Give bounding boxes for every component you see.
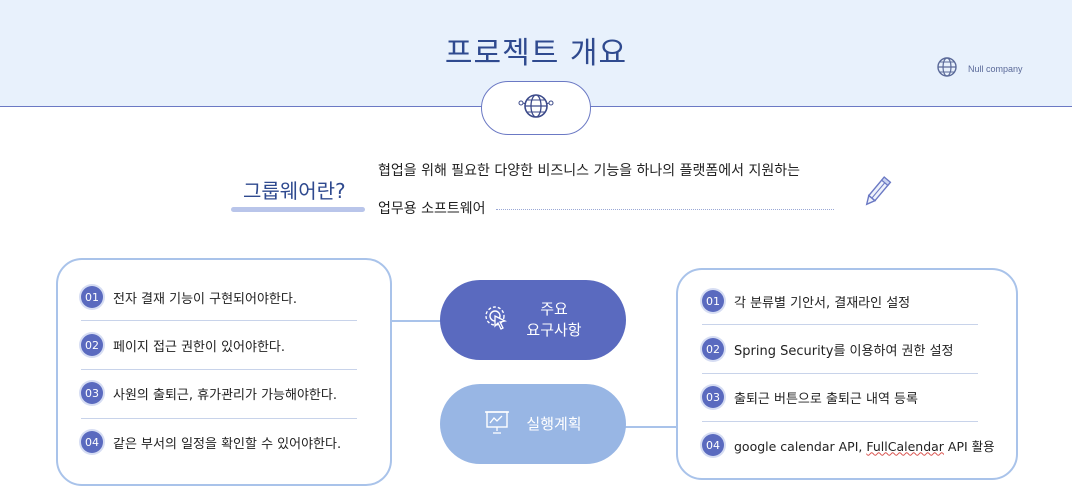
plan-title: 실행계획 — [526, 414, 582, 433]
item-number: 04 — [81, 431, 103, 453]
globe-icon — [936, 56, 958, 82]
item-text-c: API 활용 — [943, 438, 995, 454]
question-underline — [231, 207, 365, 212]
company-name: Null company — [968, 64, 1023, 74]
divider — [81, 320, 357, 321]
list-item: 03 사원의 출퇴근, 휴가관리가 가능해야한다. — [81, 382, 337, 404]
item-number: 01 — [702, 290, 724, 312]
divider — [702, 373, 978, 374]
plan-pill: 실행계획 — [440, 384, 626, 464]
item-number: 03 — [81, 382, 103, 404]
globe-badge — [481, 81, 591, 135]
item-text: 각 분류별 기안서, 결재라인 설정 — [734, 295, 911, 311]
description-line-2: 업무용 소프트웨어 — [378, 201, 486, 217]
divider — [81, 369, 357, 370]
item-text: 출퇴근 버튼으로 출퇴근 내역 등록 — [734, 391, 918, 407]
item-number: 03 — [702, 386, 724, 408]
list-item: 03 출퇴근 버튼으로 출퇴근 내역 등록 — [702, 386, 918, 408]
touch-click-icon — [484, 305, 510, 335]
groupware-question: 그룹웨어란? — [243, 179, 346, 203]
item-text: Spring Security를 이용하여 권한 설정 — [734, 343, 954, 359]
spellcheck-word: FullCalendar — [866, 438, 944, 454]
divider — [702, 324, 978, 325]
list-item: 01 전자 결재 기능이 구현되어야한다. — [81, 286, 297, 308]
item-number: 02 — [81, 334, 103, 356]
list-item: 02 Spring Security를 이용하여 권한 설정 — [702, 338, 954, 360]
item-number: 02 — [702, 338, 724, 360]
item-text: google calendar API, FullCalendar API 활용 — [734, 436, 995, 455]
description-line-1: 협업을 위해 필요한 다양한 비즈니스 기능을 하나의 플랫폼에서 지원하는 — [378, 163, 800, 179]
requirements-title: 주요 요구사항 — [526, 299, 581, 341]
item-text: 페이지 접근 권한이 있어야한다. — [113, 339, 286, 355]
list-item: 04 google calendar API, FullCalendar API… — [702, 434, 995, 456]
divider — [81, 418, 357, 419]
item-text: 사원의 출퇴근, 휴가관리가 가능해야한다. — [113, 387, 337, 403]
item-number: 01 — [81, 286, 103, 308]
plan-panel: 01 각 분류별 기안서, 결재라인 설정 02 Spring Security… — [676, 268, 1018, 480]
item-text: 같은 부서의 일정을 확인할 수 있어야한다. — [113, 436, 342, 452]
requirements-pill: 주요 요구사항 — [440, 280, 626, 360]
divider — [702, 421, 978, 422]
item-number: 04 — [702, 434, 724, 456]
list-item: 04 같은 부서의 일정을 확인할 수 있어야한다. — [81, 431, 341, 453]
page-title: 프로젝트 개요 — [444, 36, 628, 71]
company-label: Null company — [936, 56, 1023, 82]
presentation-chart-icon — [484, 409, 510, 439]
pencil-icon — [862, 174, 892, 214]
right-connector — [624, 426, 678, 428]
item-text-a: google calendar API, — [734, 438, 867, 454]
left-connector — [388, 320, 442, 322]
requirements-title-line-2: 요구사항 — [526, 321, 582, 339]
requirements-panel: 01 전자 결재 기능이 구현되어야한다. 02 페이지 접근 권한이 있어야한… — [56, 258, 392, 486]
list-item: 01 각 분류별 기안서, 결재라인 설정 — [702, 290, 910, 312]
item-text: 전자 결재 기능이 구현되어야한다. — [113, 291, 297, 307]
requirements-title-line-1: 주요 — [540, 300, 568, 318]
list-item: 02 페이지 접근 권한이 있어야한다. — [81, 334, 285, 356]
globe-network-icon — [516, 91, 556, 125]
dotted-divider — [496, 209, 834, 210]
